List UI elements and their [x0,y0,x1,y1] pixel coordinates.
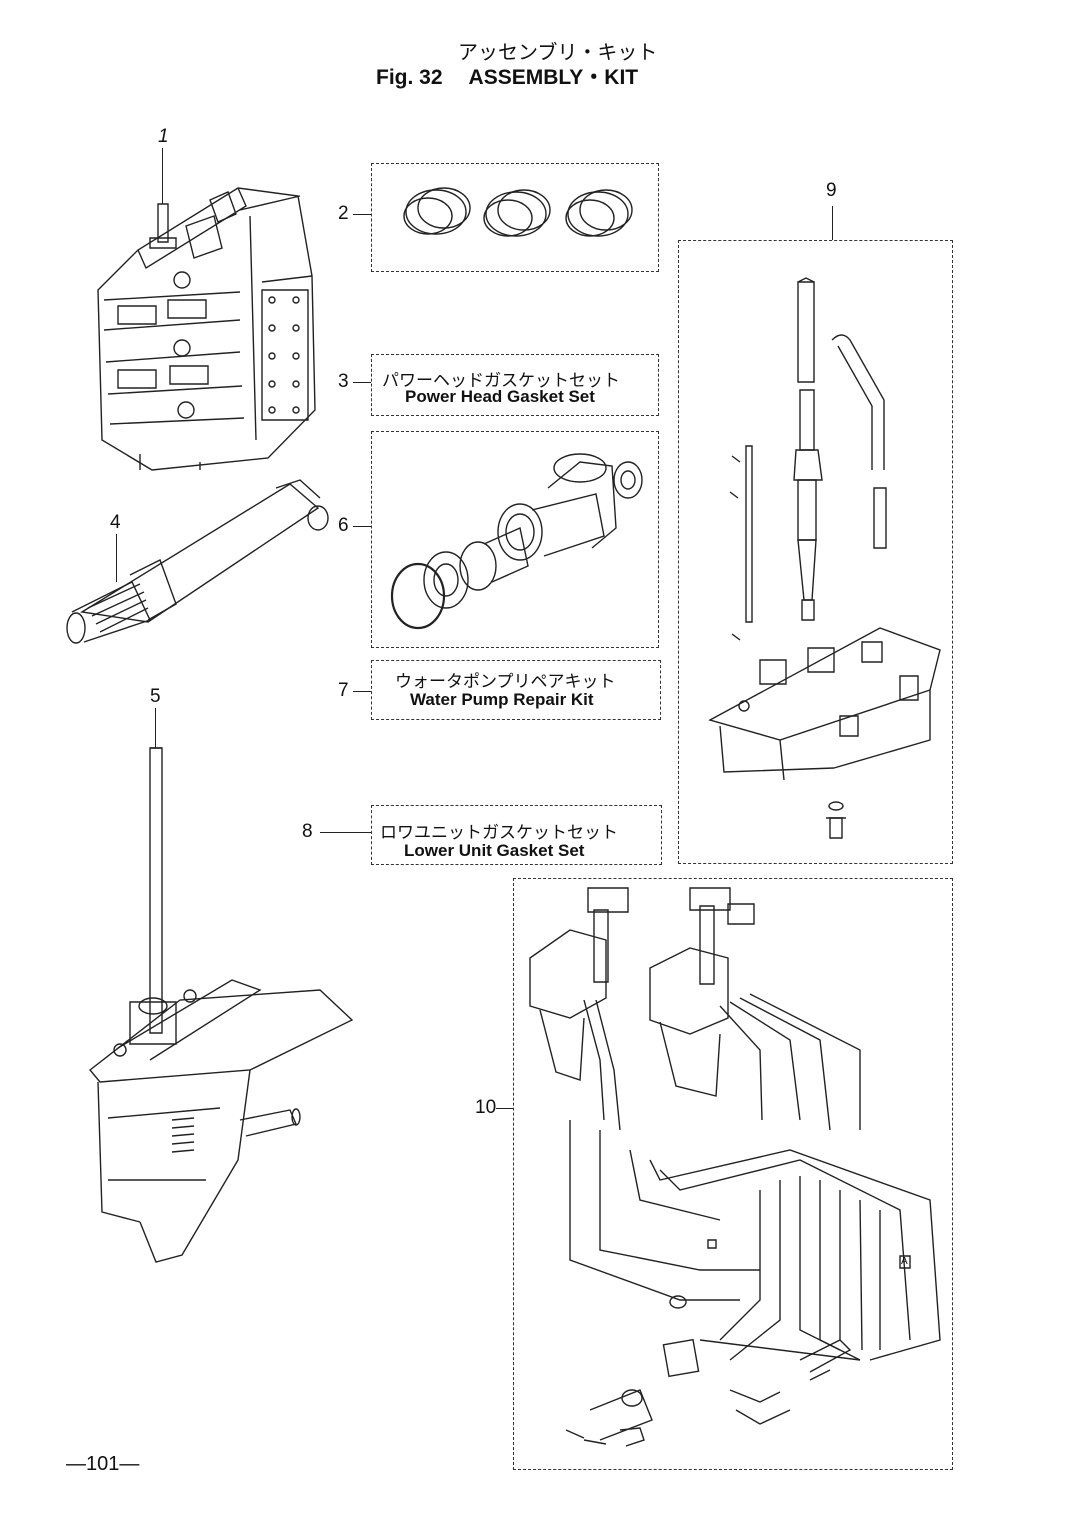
driveshaft-housing-kit-drawing [710,278,940,838]
leader-7 [353,691,371,692]
lower-unit-gasket-set-label-jp: ロワユニットガスケットセット [380,823,618,843]
leader-5 [155,708,156,748]
leader-9 [832,206,833,240]
callout-10: 10 [475,1097,497,1118]
remote-control-kit-box [513,878,953,1470]
callout-5: 5 [150,686,161,707]
piston-ring-set-box [371,163,659,272]
leader-4 [116,534,117,582]
callout-6: 6 [338,515,349,536]
leader-10 [496,1108,513,1109]
lower-unit-gasket-set-box [371,805,662,865]
water-pump-repair-kit-label: Water Pump Repair Kit [410,690,594,709]
leader-6 [353,526,371,527]
remote-control-kit-drawing [530,888,940,1446]
leader-1 [162,148,163,204]
power-head-block-drawing [98,188,315,470]
leader-3 [353,382,371,383]
wiring-tag-a: A [901,1256,908,1267]
title-english: ASSEMBLY・KIT [468,66,639,89]
water-pump-parts-drawing [392,454,642,628]
piston-rings-drawing [404,188,632,236]
leader-2 [353,214,371,215]
callout-9: 9 [826,180,837,201]
power-head-gasket-set-label-jp: パワーヘッドガスケットセット [382,371,620,391]
water-pump-repair-kit-label-jp: ウォータポンプリペアキット [395,672,616,692]
callout-8: 8 [302,821,313,842]
callout-1: 1 [158,126,169,147]
power-head-gasket-set-box [371,354,659,416]
water-pump-repair-kit-box [371,660,661,720]
leader-8 [320,832,371,833]
driveshaft-tube-drawing [67,480,328,643]
figure-title: Fig. 32 ASSEMBLY・KIT [376,61,638,91]
figure-number: Fig. 32 [376,66,443,89]
callout-2: 2 [338,203,349,224]
lower-unit-gearcase-drawing [90,748,352,1262]
callout-3: 3 [338,371,349,392]
page-number: —101— [66,1453,140,1475]
power-head-gasket-set-label: Power Head Gasket Set [405,387,595,406]
title-japanese: アッセンブリ・キット [458,40,658,64]
water-pump-parts-box [371,431,659,648]
callout-4: 4 [110,512,121,533]
driveshaft-housing-kit-box [678,240,953,864]
callout-7: 7 [338,680,349,701]
lower-unit-gasket-set-label: Lower Unit Gasket Set [404,841,585,860]
